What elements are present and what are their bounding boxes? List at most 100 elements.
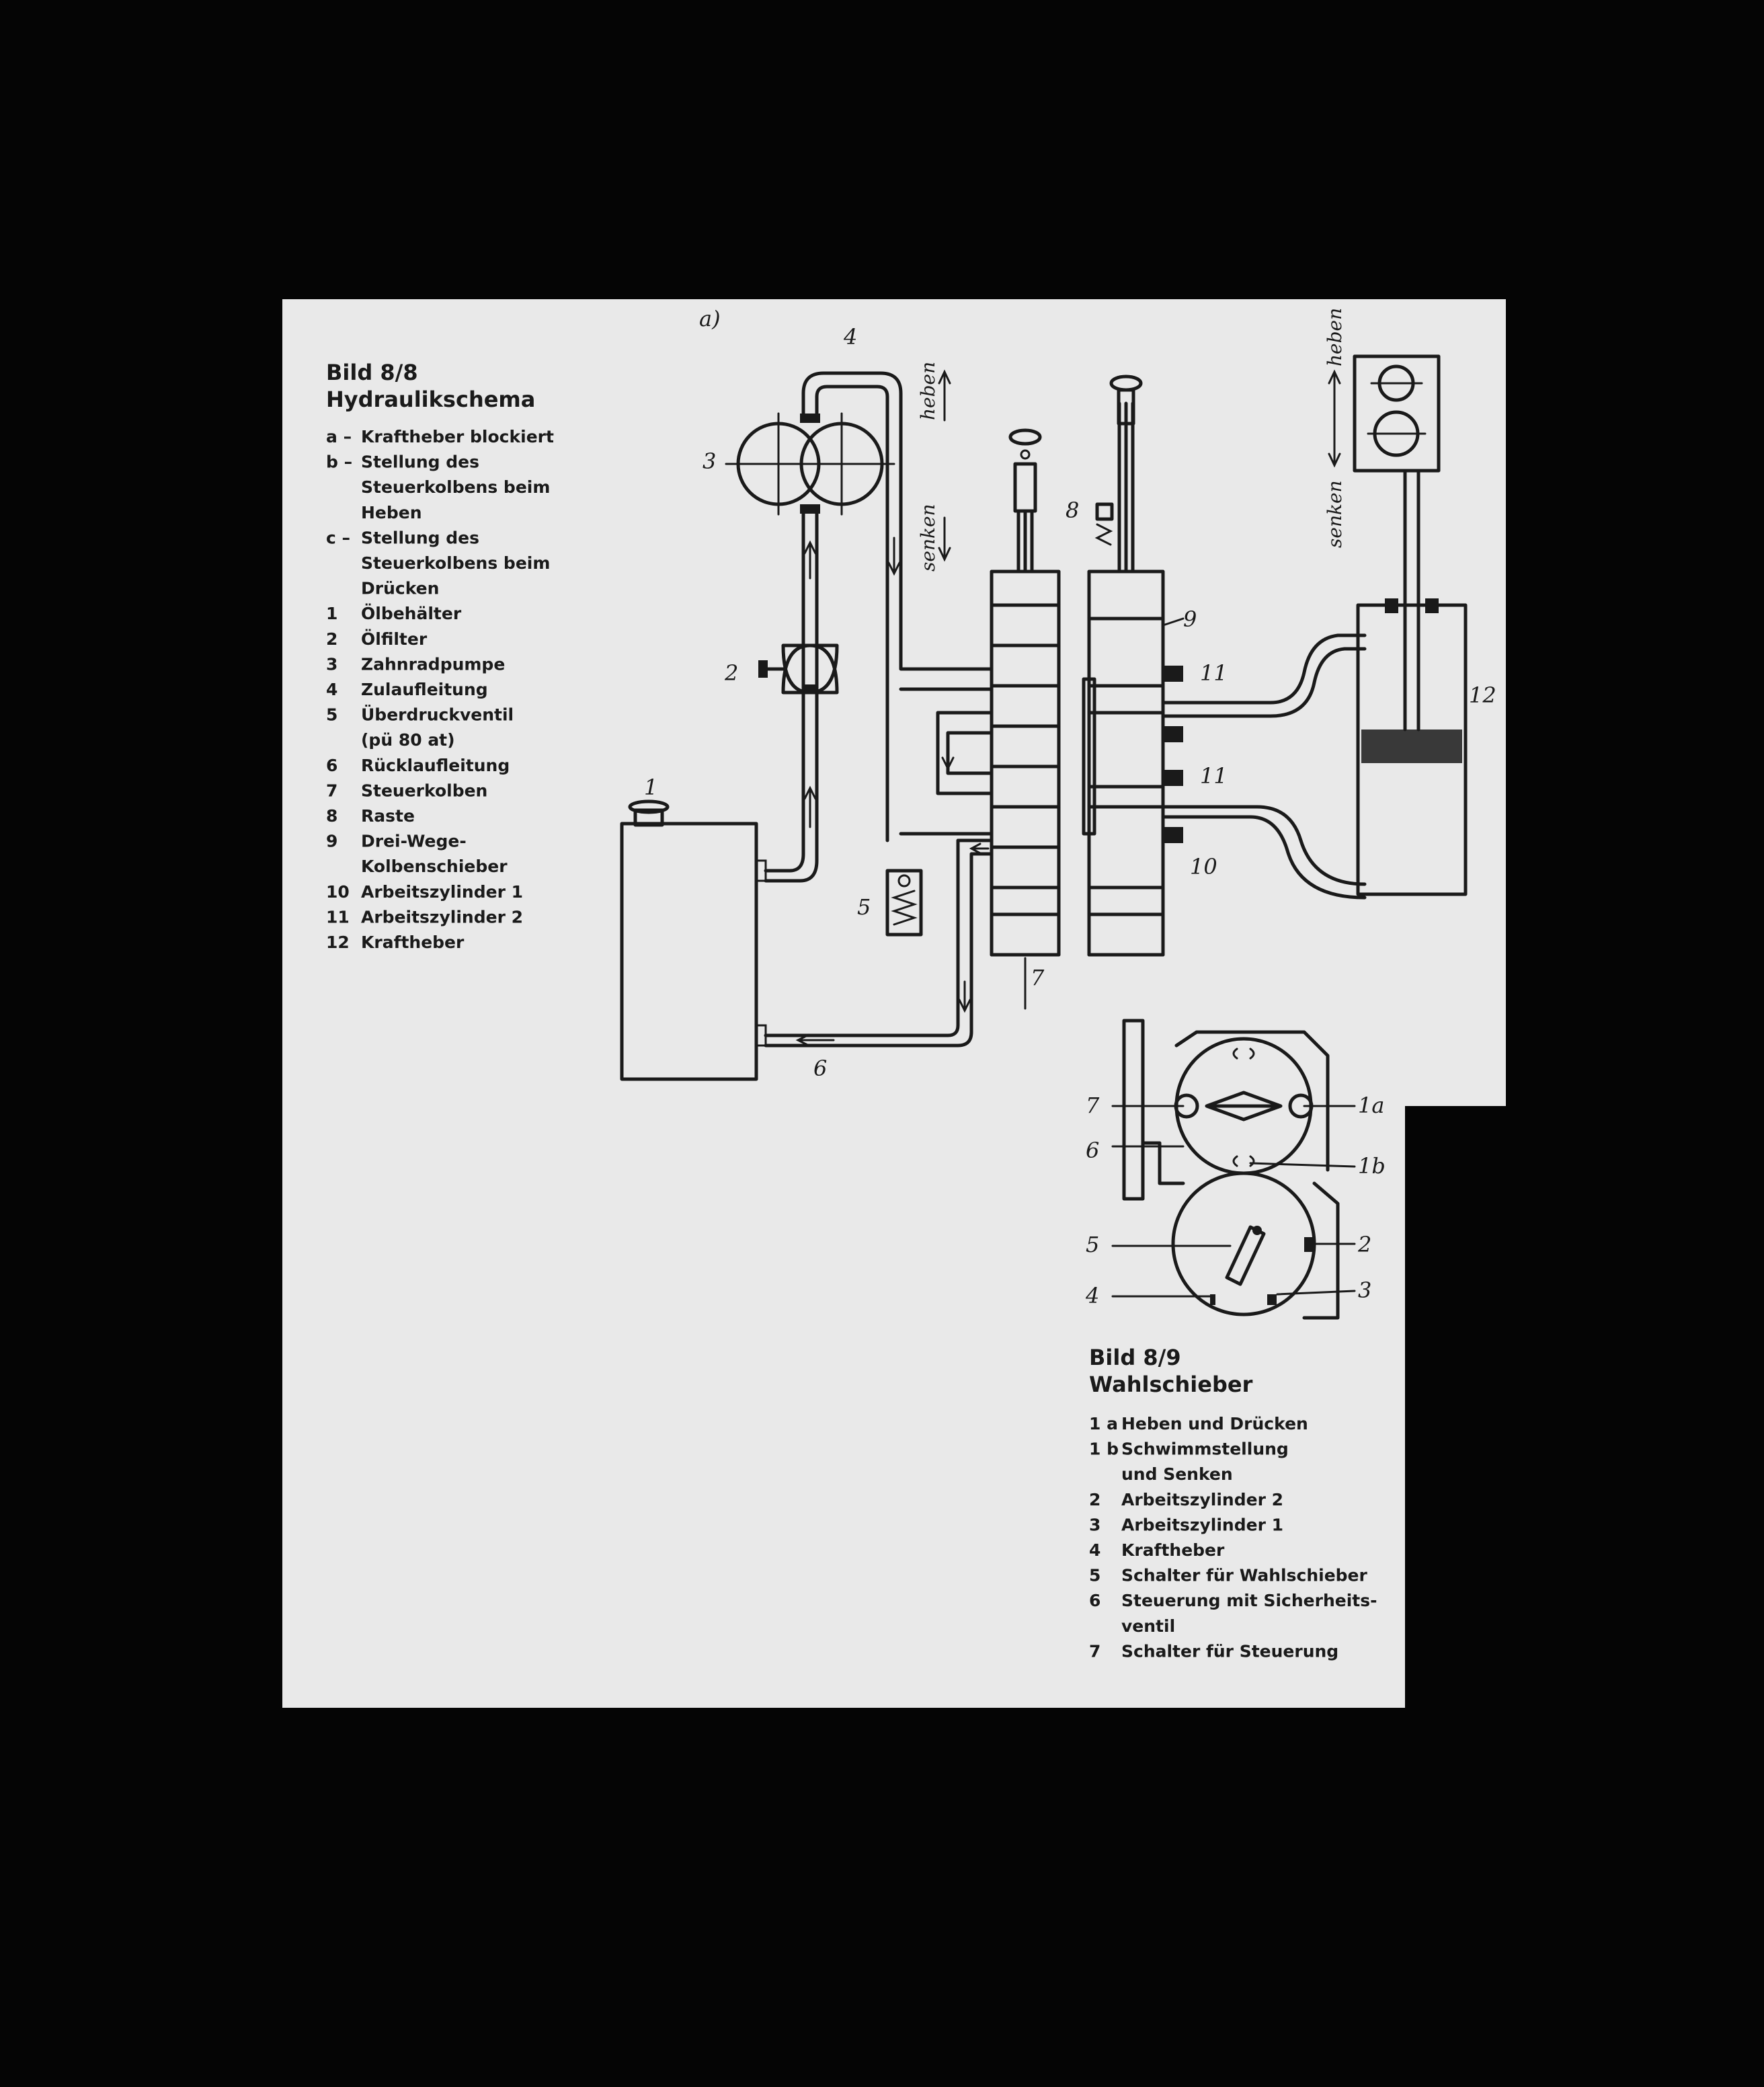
callout-1: 1 (644, 775, 657, 800)
fig89-legend-key: 2 (1089, 1490, 1100, 1509)
callout-9-4: 4 (1085, 1283, 1099, 1308)
fig88-legend-text: Steuerkolbens beim (361, 553, 550, 573)
hydraulic-diagram: a) (620, 306, 1496, 1081)
callout-5: 5 (857, 894, 871, 920)
callout-9-1a: 1a (1358, 1093, 1384, 1118)
fig88-legend-text: Steuerkolben (361, 781, 487, 800)
fig88-legend-key: 5 (326, 705, 337, 725)
fig88-legend-text: Zulaufleitung (361, 680, 488, 699)
updown-arrow-icon (1328, 369, 1341, 468)
gear-pump (725, 412, 895, 516)
valve-connections (899, 687, 994, 855)
oil-filter (758, 643, 839, 695)
fig89-legend-key: 1 a (1089, 1414, 1118, 1433)
fig89-legend-text: Arbeitszylinder 2 (1121, 1490, 1283, 1509)
fig89-callouts: 7 1a 6 1b 5 2 4 3 (1085, 1093, 1386, 1308)
callout-9-2: 2 (1357, 1232, 1371, 1257)
fig89-leaders (1111, 1105, 1356, 1298)
callout-12: 12 (1469, 682, 1496, 708)
fig88-legend-text: (pü 80 at) (361, 730, 455, 750)
fig88-legend-key: 12 (326, 933, 350, 952)
fig89-legend-key: 7 (1089, 1641, 1100, 1661)
senken-right-label: senken (1324, 480, 1346, 548)
fig89-legend-text: Schwimmstellung (1121, 1440, 1289, 1459)
fig88-legend-key: 7 (326, 781, 337, 800)
fig88-legend-text: Drei-Wege- (361, 832, 467, 851)
fig88-legend-text: Zahnradpumpe (361, 654, 505, 674)
callout-9-1b: 1b (1358, 1153, 1386, 1179)
fig88-legend-text: Steuerkolbens beim (361, 477, 550, 497)
fig88-legend-text: Stellung des (361, 452, 479, 472)
fig88-legend-key: a – (326, 427, 352, 446)
control-piston (990, 428, 1061, 1010)
fig88-legend-text: Drücken (361, 579, 439, 598)
fig89-subtitle: Wahlschieber (1089, 1372, 1253, 1397)
callout-4: 4 (843, 324, 857, 350)
fig88-legend-key: 1 (326, 604, 337, 623)
oil-tank (620, 799, 767, 1081)
heben-right-label: heben (1324, 308, 1346, 366)
fig88-legend-text: Raste (361, 806, 415, 826)
fig88-title: Bild 8/8 (326, 360, 418, 385)
fig88-legend-key: 8 (326, 806, 337, 826)
fig88-legend-text: Heben (361, 503, 422, 522)
fig88-callouts: 1 2 3 4 5 6 7 8 9 10 11 11 12 (644, 324, 1496, 1081)
down-arrow-icon (938, 516, 951, 562)
fig88-subtitle: Hydraulikschema (326, 387, 535, 412)
fig88-legend-text: Arbeitszylinder 1 (361, 882, 523, 902)
fig89-legend-key: 5 (1089, 1566, 1100, 1585)
fig88-legend-text: Kolbenschieber (361, 857, 508, 876)
callout-6: 6 (813, 1056, 827, 1081)
supply-line (764, 509, 819, 883)
fig88-legend-key: 2 (326, 629, 337, 649)
power-lift (1353, 354, 1468, 896)
fig89-legend-text: Schalter für Wahlschieber (1121, 1566, 1368, 1585)
three-way-spool (1082, 375, 1185, 957)
fig88-legend-key: 6 (326, 756, 337, 775)
callout-9: 9 (1183, 606, 1197, 632)
fig88-legend-text: Überdruckventil (361, 705, 514, 725)
fig88-legend-key: 3 (326, 654, 337, 674)
callout-8: 8 (1066, 498, 1079, 523)
fig89-legend-text: Arbeitszylinder 1 (1121, 1515, 1283, 1534)
fig88-legend-key: b – (326, 452, 352, 472)
fig89-legend-key: 1 b (1089, 1440, 1119, 1459)
fig88-legend: Bild 8/8 Hydraulikschema a – Kraftheber b… (326, 360, 554, 952)
callout-10: 10 (1190, 854, 1217, 879)
fig89-legend-text: und Senken (1121, 1464, 1233, 1484)
callout-11-top: 11 (1200, 660, 1228, 686)
fig89-title: Bild 8/9 (1089, 1345, 1181, 1370)
fig89-legend-text: Steuerung mit Sicherheits- (1121, 1591, 1377, 1610)
fig88-legend-text: Kraftheber (361, 933, 465, 952)
callout-9-5: 5 (1086, 1232, 1099, 1257)
lift-lines (1161, 633, 1367, 900)
overpressure-valve (885, 869, 923, 937)
callout-3: 3 (703, 448, 716, 474)
fig89-legend-text: Heben und Drücken (1121, 1414, 1308, 1433)
fig88-legend-key: 10 (326, 882, 350, 902)
fig88-legend-text: Ölfilter (361, 629, 428, 649)
fig89-legend-text: Kraftheber (1121, 1540, 1225, 1560)
selector-valve-diagram: 7 1a 6 1b 5 2 4 3 (1085, 1019, 1386, 1320)
callout-7: 7 (1031, 965, 1045, 990)
return-line (764, 838, 994, 1048)
fig88-legend-text: Kraftheber blockiert (361, 427, 554, 446)
direction-indicators: heben senken heben senken (917, 308, 1346, 572)
fig89-legend-key: 4 (1089, 1540, 1100, 1560)
callout-2: 2 (724, 660, 738, 686)
callout-9-3: 3 (1358, 1277, 1371, 1303)
fig88-legend-key: 11 (326, 907, 350, 927)
callout-9-7: 7 (1086, 1093, 1100, 1118)
fig88-legend-text: Arbeitszylinder 2 (361, 907, 523, 927)
heben-label: heben (917, 362, 939, 420)
panel-label: a) (699, 306, 721, 331)
fig89-legend-key: 3 (1089, 1515, 1100, 1534)
fig88-legend-text: Ölbehälter (361, 603, 462, 623)
callout-11-bottom: 11 (1200, 763, 1228, 789)
fig88-legend-key: 9 (326, 832, 337, 851)
fig88-legend-items: a – Kraftheber blockiert b – Stellung desSt… (326, 427, 554, 952)
up-arrow-icon (938, 369, 951, 422)
